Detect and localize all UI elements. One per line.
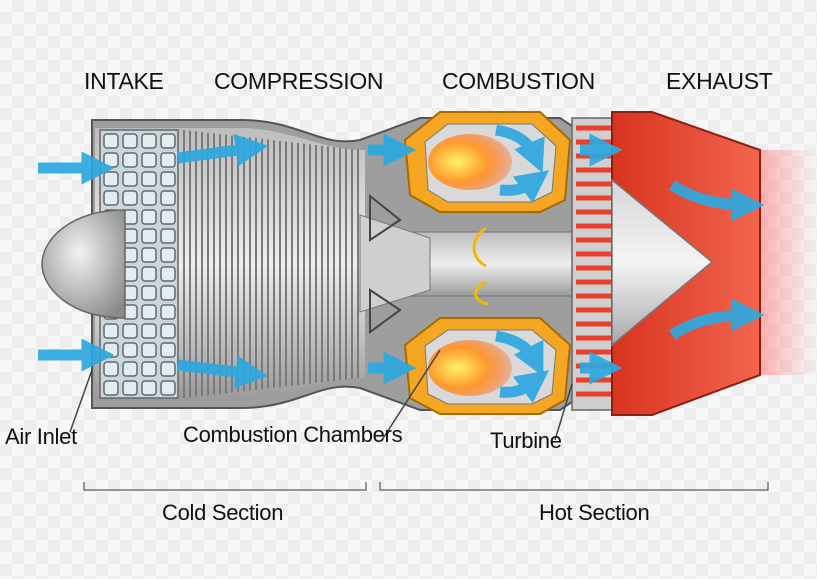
intake-fan-cell (103, 323, 119, 339)
intake-fan-cell (122, 190, 138, 206)
intake-fan-cell (141, 209, 157, 225)
intake-fan-cell (141, 361, 157, 377)
intake-fan-cell (160, 380, 176, 396)
label-combustion-chambers: Combustion Chambers (183, 422, 403, 447)
intake-fan-cell (103, 342, 119, 358)
intake-fan-cell (103, 361, 119, 377)
intake-fan-cell (122, 380, 138, 396)
intake-fan-cell (160, 152, 176, 168)
intake-fan-cell (122, 323, 138, 339)
stage-label-combustion: COMBUSTION (442, 68, 595, 94)
label-cold-section: Cold Section (162, 500, 284, 525)
intake-fan-cell (160, 247, 176, 263)
exhaust-cone (611, 178, 714, 347)
intake-fan-cell (160, 304, 176, 320)
leader-lines (69, 349, 573, 441)
intake-fan-cell (141, 133, 157, 149)
label-air-inlet: Air Inlet (5, 424, 77, 449)
intake-fan-cell (160, 323, 176, 339)
intake-fan-cell (103, 171, 119, 187)
cold-section-bracket (83, 482, 367, 491)
intake-fan-cell (160, 228, 176, 244)
intake-fan-cell (141, 342, 157, 358)
intake-fan-cell (141, 228, 157, 244)
intake-fan-cell (160, 190, 176, 206)
intake-fan-cell (141, 380, 157, 396)
intake-fan-cell (160, 285, 176, 301)
intake-fan-cell (141, 190, 157, 206)
rotation-indicator-icon (472, 226, 489, 306)
intake-fan-cell (160, 171, 176, 187)
intake-fan-cell (141, 304, 157, 320)
stage-label-intake: INTAKE (84, 68, 164, 94)
intake-fan-cell (122, 171, 138, 187)
compressor-blades (183, 130, 359, 398)
stage-label-compression: COMPRESSION (214, 68, 384, 94)
intake-fan-cell (122, 152, 138, 168)
intake-fan-cell (160, 266, 176, 282)
hot-section-bracket (379, 482, 769, 491)
airflow-arrows (38, 124, 765, 404)
stage-label-exhaust: EXHAUST (666, 68, 773, 94)
intake-fan-cell (160, 342, 176, 358)
intake-fan-cell (141, 323, 157, 339)
intake-fan-cell (103, 152, 119, 168)
intake-fan-cell (103, 190, 119, 206)
intake-fan-cell (141, 285, 157, 301)
intake-fan-cell (141, 266, 157, 282)
intake-fan-cell (122, 133, 138, 149)
intake-fan-cell (103, 380, 119, 396)
intake-fan-cell (122, 361, 138, 377)
intake-fan-cell (141, 171, 157, 187)
intake-fan-cell (122, 342, 138, 358)
intake-fan-cell (141, 247, 157, 263)
intake-fan-cell (160, 209, 176, 225)
label-hot-section: Hot Section (539, 500, 650, 525)
spinner (41, 209, 126, 319)
intake-fan-cell (160, 133, 176, 149)
intake-fan-cell (160, 361, 176, 377)
combustion-chamber-top (403, 111, 572, 213)
label-turbine: Turbine (490, 428, 562, 453)
intake-fan-cell (141, 152, 157, 168)
intake-fan-cell (103, 133, 119, 149)
